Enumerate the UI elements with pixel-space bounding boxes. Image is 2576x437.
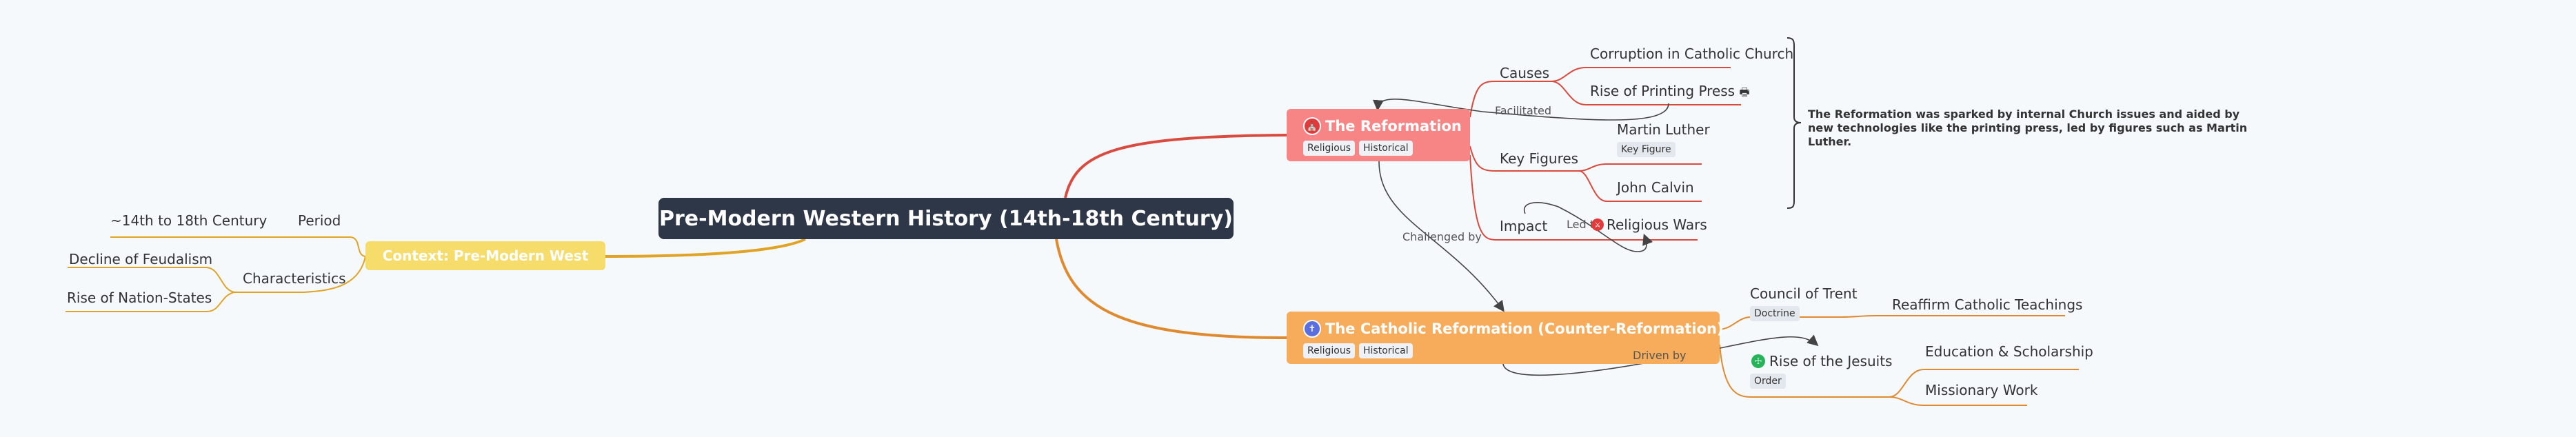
jesuit-child-education[interactable]: Education & Scholarship — [1925, 343, 2093, 360]
war-icon: ⚔ — [1591, 218, 1604, 231]
council-of-trent[interactable]: Council of Trent — [1750, 285, 1858, 302]
reformation-title: The Reformation — [1325, 118, 1462, 134]
summary-brace — [1787, 37, 1802, 209]
tag-historical: Historical — [1359, 343, 1413, 358]
edge-label-facilitated: Facilitated — [1495, 104, 1552, 117]
characteristic-item[interactable]: Decline of Feudalism — [69, 251, 213, 267]
cause-item[interactable]: Corruption in Catholic Church — [1590, 45, 1794, 62]
characteristics-label[interactable]: Characteristics — [243, 270, 346, 287]
edge-label-driven-by: Driven by — [1633, 349, 1687, 362]
catholic-icon: ✝ — [1303, 320, 1321, 338]
key-figure-tag: Key Figure — [1617, 142, 1676, 157]
jesuit-child-missionary[interactable]: Missionary Work — [1925, 382, 2038, 398]
link-central-context — [605, 238, 806, 258]
causes-label[interactable]: Causes — [1500, 65, 1550, 81]
tag-religious: Religious — [1303, 343, 1355, 358]
reformation-summary[interactable]: The Reformation was sparked by internal … — [1808, 108, 2248, 148]
link-facilitated — [1372, 99, 1669, 121]
impact-label[interactable]: Impact — [1500, 218, 1548, 234]
central-topic[interactable]: Pre-Modern Western History (14th-18th Ce… — [658, 198, 1234, 239]
jesuit-icon: ☩ — [1751, 354, 1765, 368]
printer-icon: 🖶 — [1739, 85, 1750, 99]
key-figure-calvin[interactable]: John Calvin — [1617, 179, 1694, 196]
link-central-catholic — [1055, 238, 1287, 339]
reformation-icon: ⛪ — [1303, 117, 1321, 135]
tag-religious: Religious — [1303, 141, 1355, 156]
link-challenged-by — [1378, 161, 1505, 312]
impact-item[interactable]: ⚔ Religious Wars — [1591, 216, 1707, 233]
key-figures-label[interactable]: Key Figures — [1500, 150, 1579, 167]
period-value[interactable]: ~14th to 18th Century — [110, 212, 268, 229]
link-led-to — [1523, 202, 1653, 252]
edge-label-challenged-by: Challenged by — [1402, 230, 1482, 243]
key-figure-luther[interactable]: Martin Luther — [1617, 121, 1710, 138]
catholic-reformation-node[interactable]: ✝ The Catholic Reformation (Counter-Refo… — [1287, 312, 1724, 364]
reaffirm-teachings[interactable]: Reaffirm Catholic Teachings — [1892, 296, 2083, 313]
link-central-reformation — [1064, 134, 1287, 199]
catholic-reformation-title: The Catholic Reformation (Counter-Reform… — [1325, 321, 1724, 337]
doctrine-tag: Doctrine — [1750, 306, 1800, 321]
order-tag: Order — [1750, 374, 1786, 389]
characteristic-item[interactable]: Rise of Nation-States — [67, 289, 212, 306]
period-label[interactable]: Period — [298, 212, 341, 229]
context-node[interactable]: Context: Pre-Modern West — [365, 241, 605, 270]
cause-item-printing-press[interactable]: Rise of Printing Press 🖶 — [1590, 83, 1750, 99]
tag-historical: Historical — [1359, 141, 1413, 156]
rise-of-jesuits[interactable]: ☩ Rise of the Jesuits — [1751, 353, 1892, 369]
reformation-node[interactable]: ⛪ The Reformation Religious Historical — [1287, 109, 1470, 161]
